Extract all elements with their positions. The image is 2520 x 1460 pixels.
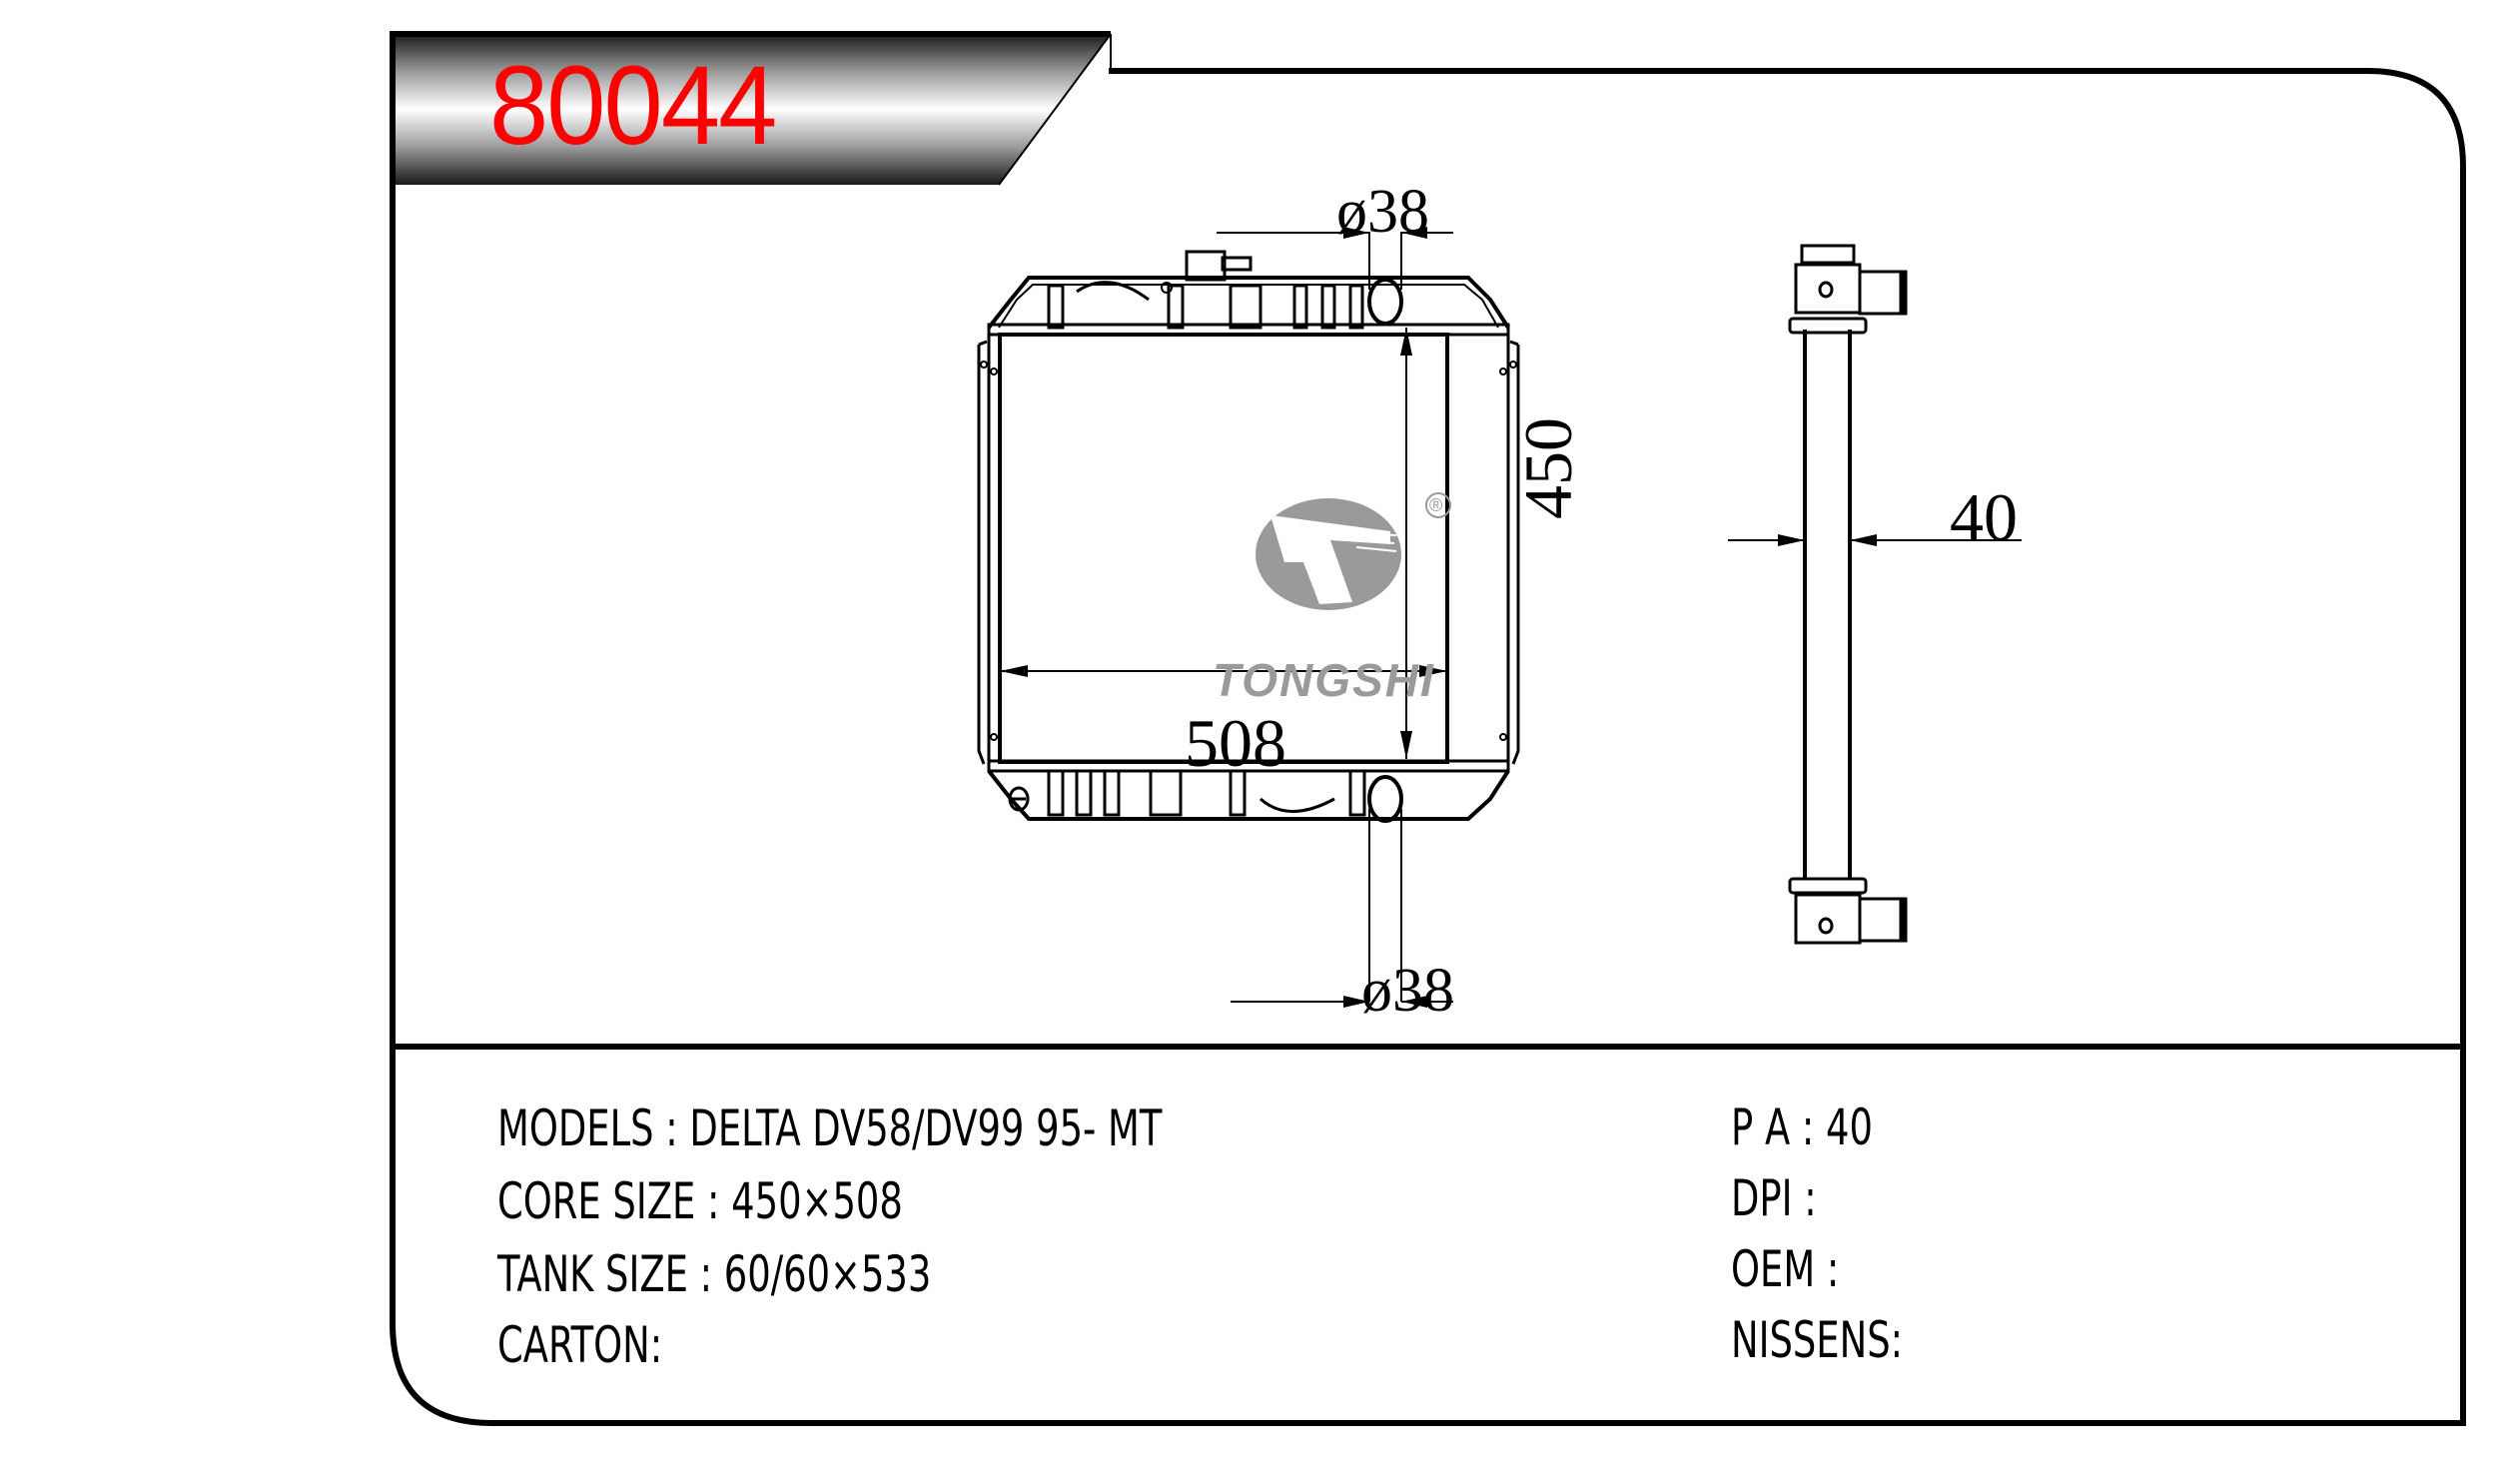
spec-models: MODELS : DELTA DV58/DV99 95- MT bbox=[497, 1099, 1163, 1157]
core-width-label: 508 bbox=[1185, 705, 1286, 781]
bottom-pipe-diameter-label: ø38 bbox=[1361, 957, 1454, 1025]
spec-label: CARTON bbox=[497, 1316, 650, 1374]
spec-carton: CARTON: bbox=[497, 1316, 663, 1374]
core-thickness-label: 40 bbox=[1950, 479, 2018, 555]
spec-nissens: NISSENS: bbox=[1731, 1311, 1904, 1369]
dimension-lines bbox=[1000, 227, 2022, 1008]
spec-dpi: DPI : bbox=[1731, 1169, 1829, 1227]
core-height-label: 450 bbox=[1510, 417, 1586, 519]
registered-mark: ® bbox=[1429, 495, 1443, 515]
spec-tank-size: TANK SIZE : 60/60×533 bbox=[497, 1245, 932, 1303]
spec-label: MODELS bbox=[497, 1099, 654, 1157]
spec-value: 40 bbox=[1826, 1098, 1873, 1156]
spec-core-size: CORE SIZE : 450×508 bbox=[497, 1172, 903, 1230]
radiator-side-view bbox=[1788, 244, 1908, 945]
tongshi-logo bbox=[1256, 492, 1451, 610]
spec-label: DPI bbox=[1731, 1169, 1793, 1227]
spec-pa: P A : 40 bbox=[1731, 1098, 1873, 1156]
radiator-front-view bbox=[977, 250, 1520, 823]
part-number: 80044 bbox=[489, 43, 777, 168]
spec-label: TANK SIZE bbox=[497, 1245, 688, 1303]
spec-label: NISSENS bbox=[1731, 1311, 1891, 1369]
spec-value: DELTA DV58/DV99 95- MT bbox=[689, 1099, 1163, 1157]
spec-label: CORE SIZE bbox=[497, 1172, 696, 1230]
spec-value: 60/60×533 bbox=[723, 1245, 932, 1303]
part-number-banner bbox=[390, 31, 1112, 186]
brand-wordmark: TONGSHI bbox=[1213, 654, 1435, 706]
outer-frame bbox=[390, 36, 2466, 1426]
spec-value: 450×508 bbox=[731, 1172, 903, 1230]
top-pipe-diameter-label: ø38 bbox=[1336, 178, 1429, 246]
spec-label: OEM bbox=[1731, 1240, 1816, 1298]
spec-oem: OEM : bbox=[1731, 1240, 1852, 1298]
spec-label: P A bbox=[1731, 1098, 1791, 1156]
